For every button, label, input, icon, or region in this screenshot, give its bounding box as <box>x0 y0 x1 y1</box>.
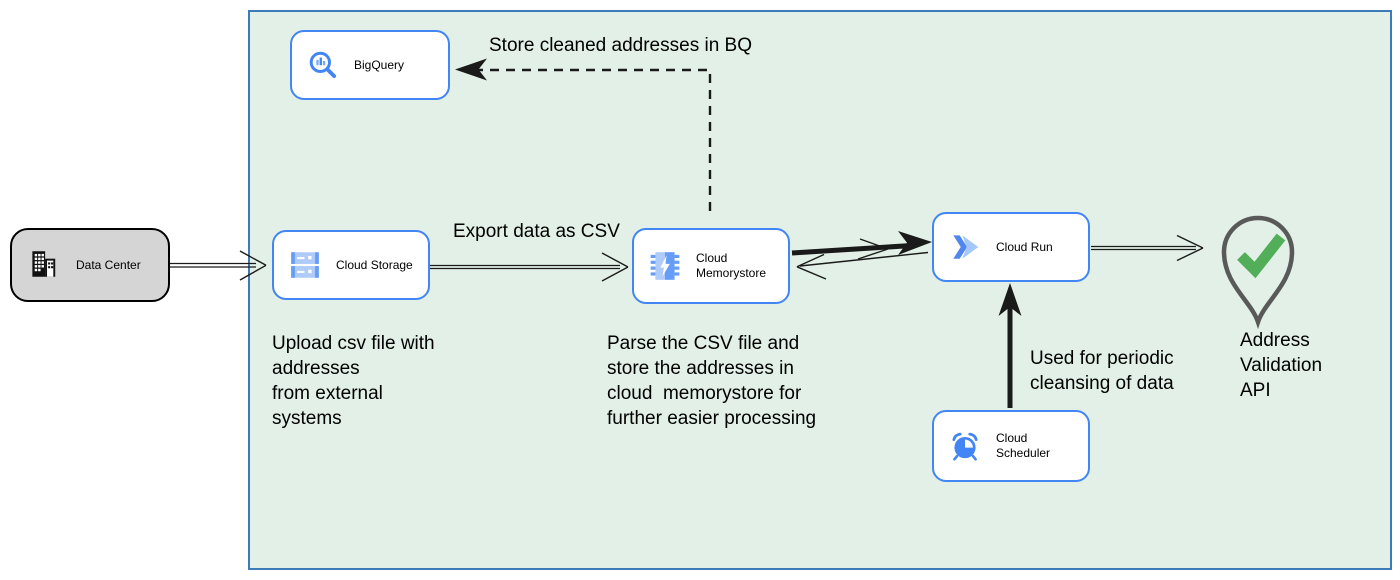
node-cloud-scheduler[interactable]: Cloud Scheduler <box>932 410 1090 482</box>
label-export-data-csv: Export data as CSV <box>453 221 620 242</box>
data-center-icon <box>26 247 60 284</box>
address-validation-api-label: Address Validation API <box>1240 330 1323 401</box>
node-label: Cloud Scheduler <box>996 431 1051 460</box>
node-label: Data Center <box>76 258 141 272</box>
label-upload-csv: Upload csv file with addresses from exte… <box>272 333 435 429</box>
node-cloud-run[interactable]: Cloud Run <box>932 212 1090 282</box>
cloud-scheduler-icon <box>948 429 982 463</box>
node-label: Cloud Run <box>996 239 1053 254</box>
label-periodic-cleansing: Used for periodic cleansing of data <box>1030 348 1174 394</box>
node-cloud-memorystore[interactable]: Cloud Memorystore <box>632 228 790 304</box>
map-pin-check-icon <box>1221 215 1295 330</box>
node-cloud-storage[interactable]: Cloud Storage <box>272 230 430 300</box>
cloud-memorystore-icon <box>648 249 682 283</box>
cloud-storage-icon <box>288 248 322 282</box>
label-store-cleaned-addresses: Store cleaned addresses in BQ <box>489 35 752 56</box>
node-label: BigQuery <box>354 57 405 72</box>
node-bigquery[interactable]: BigQuery <box>290 30 450 100</box>
gcp-boundary-zone <box>248 10 1392 570</box>
node-data-center[interactable]: Data Center <box>10 228 170 302</box>
cloud-run-icon <box>948 230 982 264</box>
label-parse-csv: Parse the CSV file and store the address… <box>607 333 817 429</box>
node-label: Cloud Storage <box>336 257 413 272</box>
address-validation-api[interactable]: Address Validation API <box>1218 204 1388 401</box>
node-label: Cloud Memorystore <box>696 251 767 280</box>
bigquery-icon <box>306 48 340 82</box>
